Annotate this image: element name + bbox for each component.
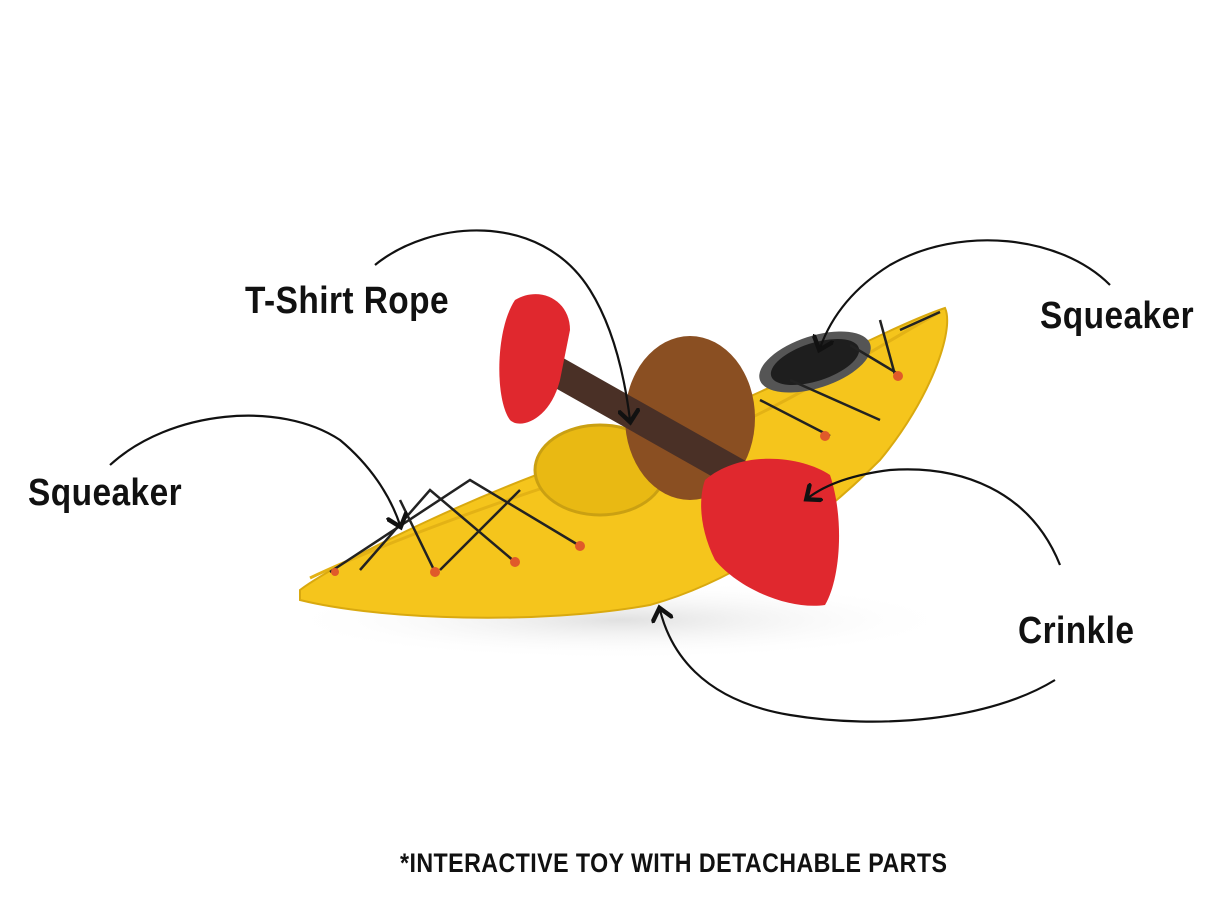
callout-crinkle: Crinkle (1018, 610, 1135, 652)
arrow-squeaker-right (820, 239, 1111, 348)
arrow-crinkle-bottom (660, 610, 1056, 723)
footer-note: *INTERACTIVE TOY WITH DETACHABLE PARTS (400, 848, 948, 878)
squeaker-patch-inner (770, 339, 860, 385)
arrow-crinkle (808, 468, 1062, 566)
arrow-squeaker-left (109, 414, 400, 525)
paddle-blade-left (499, 294, 570, 424)
callout-squeaker-right: Squeaker (1040, 295, 1195, 337)
callout-arrows (109, 229, 1111, 723)
callout-rope: T-Shirt Rope (245, 280, 450, 322)
bungee-laces (329, 310, 941, 574)
arrow-rope (374, 229, 630, 420)
lace-grommets (331, 371, 903, 577)
paddle-shaft (530, 350, 755, 490)
callout-squeaker-left: Squeaker (28, 472, 183, 514)
